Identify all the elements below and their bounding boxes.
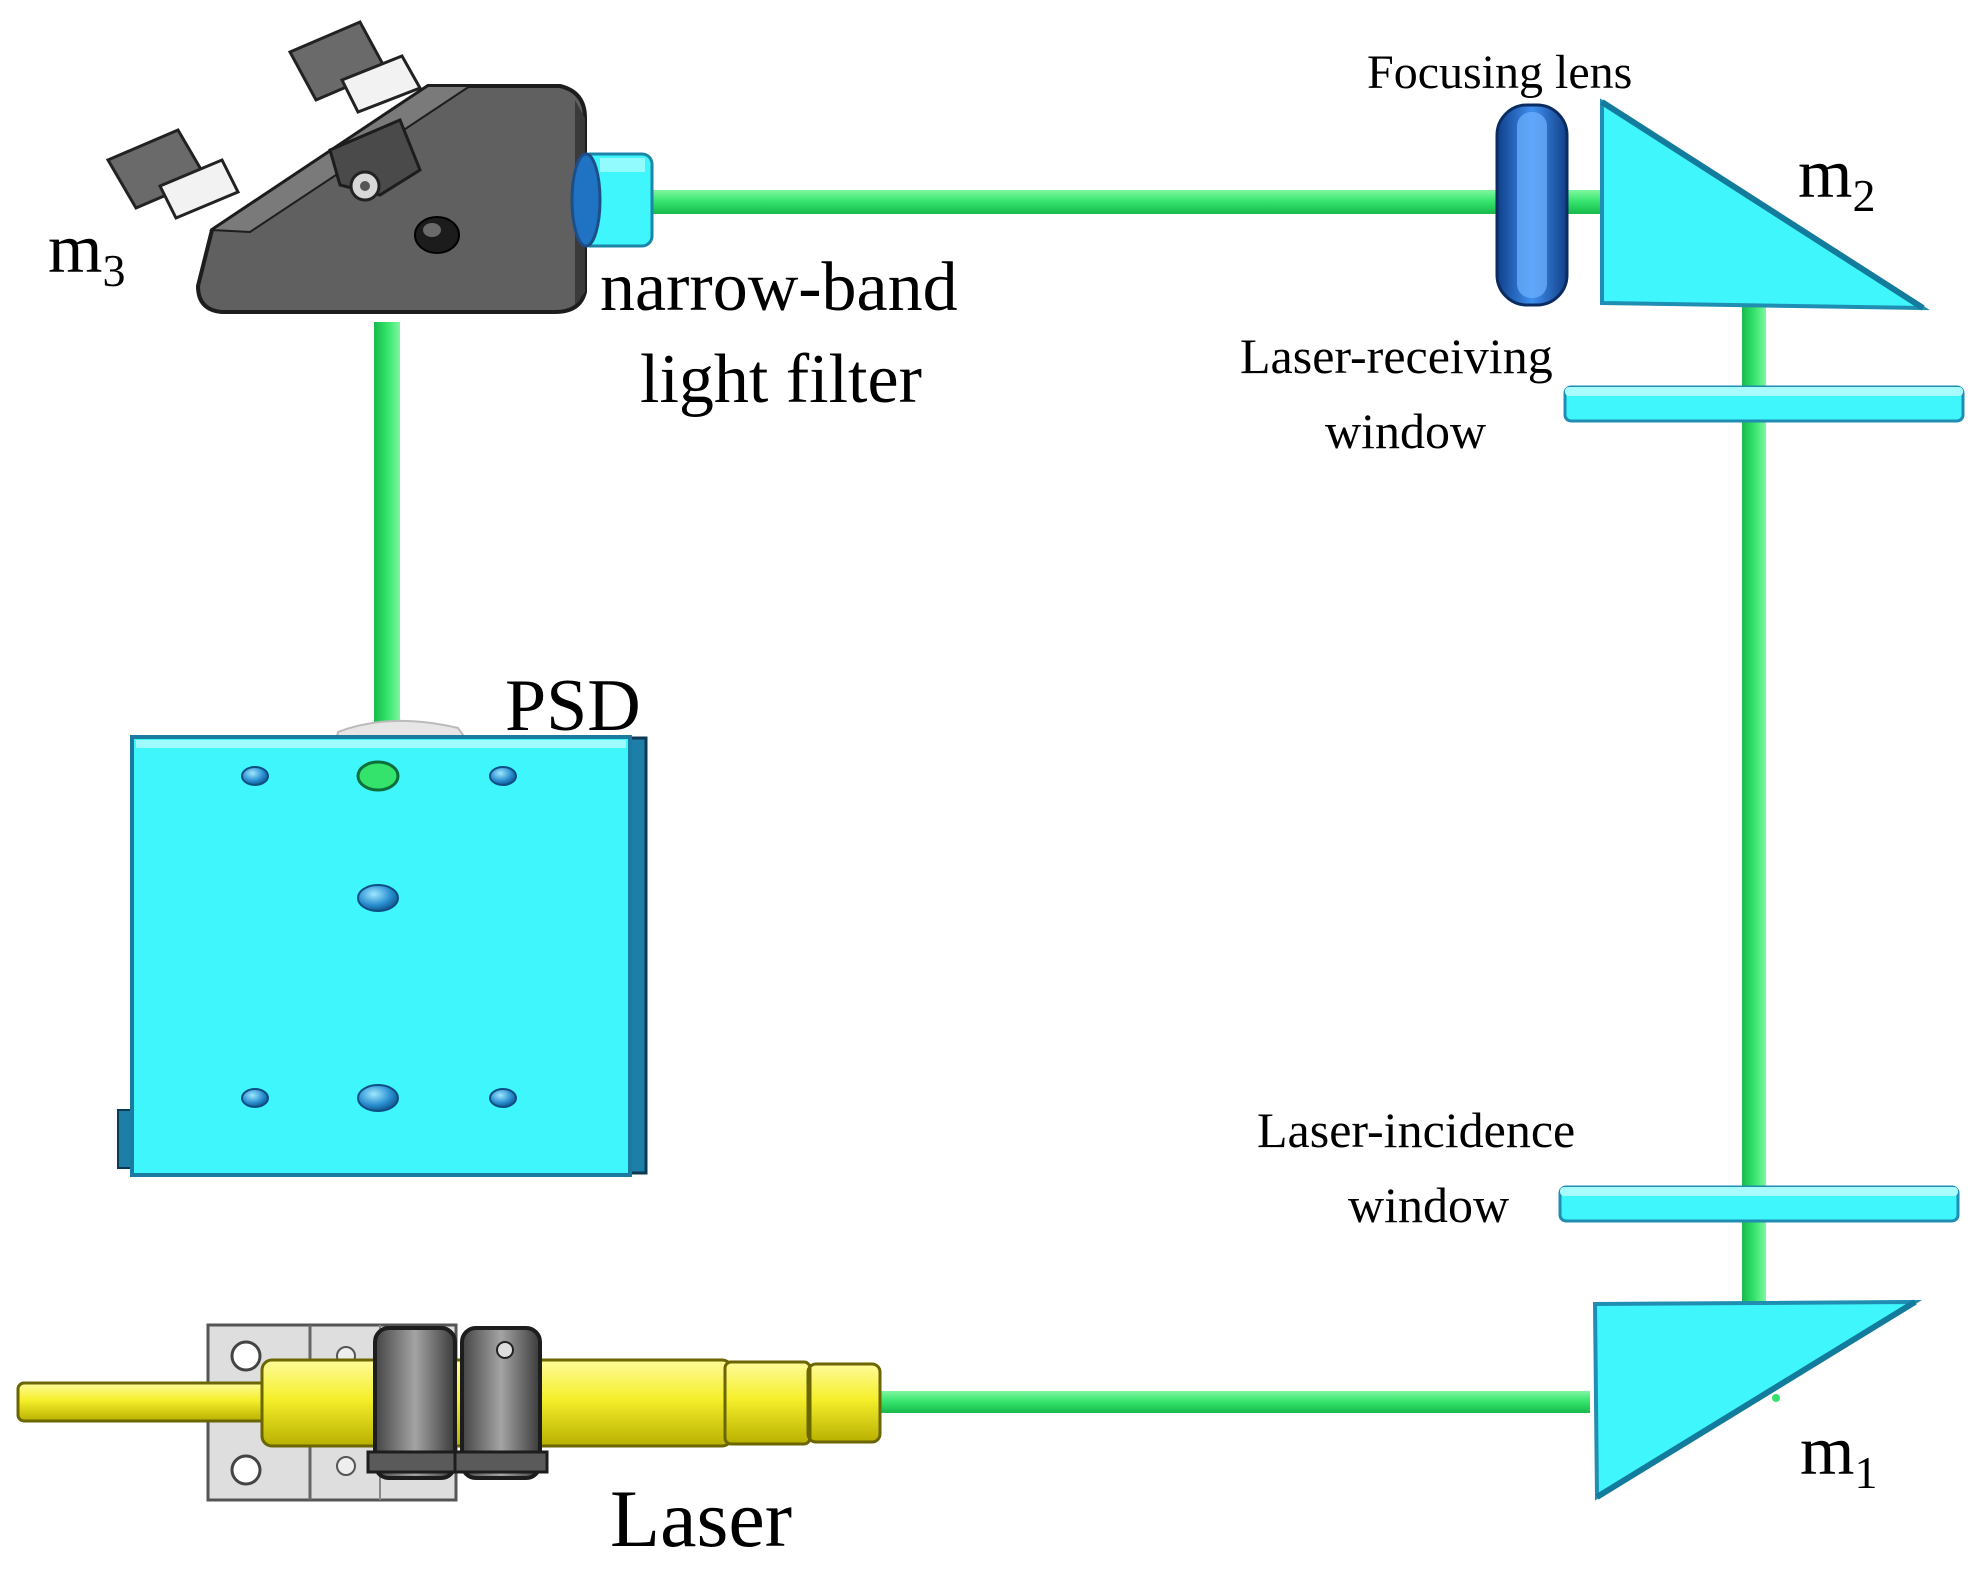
- laser-cable: [16, 1381, 270, 1423]
- psd-mounting-holes: [241, 760, 517, 1112]
- laser-clamp-1: [366, 1326, 465, 1480]
- label-focusing-lens: Focusing lens: [1367, 46, 1632, 99]
- beam-laser-to-m1: [870, 1391, 1590, 1413]
- label-laser: Laser: [610, 1473, 792, 1564]
- laser-beams: [374, 190, 1766, 1413]
- laser-incidence-window: [1558, 1185, 1960, 1223]
- beam-m1-to-m2: [1742, 305, 1766, 1305]
- label-receiving-line2: window: [1325, 403, 1486, 459]
- mirror-m2-prism: [1600, 98, 1930, 311]
- m3-adjuster-knob-left: [105, 128, 241, 220]
- label-filter-line1: narrow-band: [600, 249, 958, 326]
- m3-adjuster-knob-top: [287, 20, 423, 114]
- narrow-band-filter: [570, 152, 654, 248]
- laser-receiving-window: [1563, 385, 1965, 423]
- beam-m3-to-psd: [374, 322, 400, 772]
- mirror-m1-prism: [1592, 1299, 1923, 1501]
- psd-detector: [117, 719, 648, 1177]
- laser-clamp-2: [453, 1326, 549, 1480]
- label-psd: PSD: [505, 665, 641, 747]
- label-m2: m2: [1798, 136, 1875, 221]
- laser-source: [16, 1323, 882, 1502]
- label-incidence-line1: Laser-incidence: [1257, 1102, 1575, 1158]
- label-filter-line2: light filter: [640, 341, 922, 418]
- mirror-m3-mount: [105, 20, 587, 314]
- label-m1: m1: [1800, 1413, 1877, 1498]
- label-receiving-line1: Laser-receiving: [1240, 328, 1553, 384]
- label-incidence-line2: window: [1348, 1177, 1509, 1233]
- label-m3: m3: [48, 211, 125, 296]
- laser-aperture: [806, 1362, 882, 1444]
- focusing-lens: [1495, 103, 1569, 307]
- beam-m2-to-m3: [650, 190, 1600, 214]
